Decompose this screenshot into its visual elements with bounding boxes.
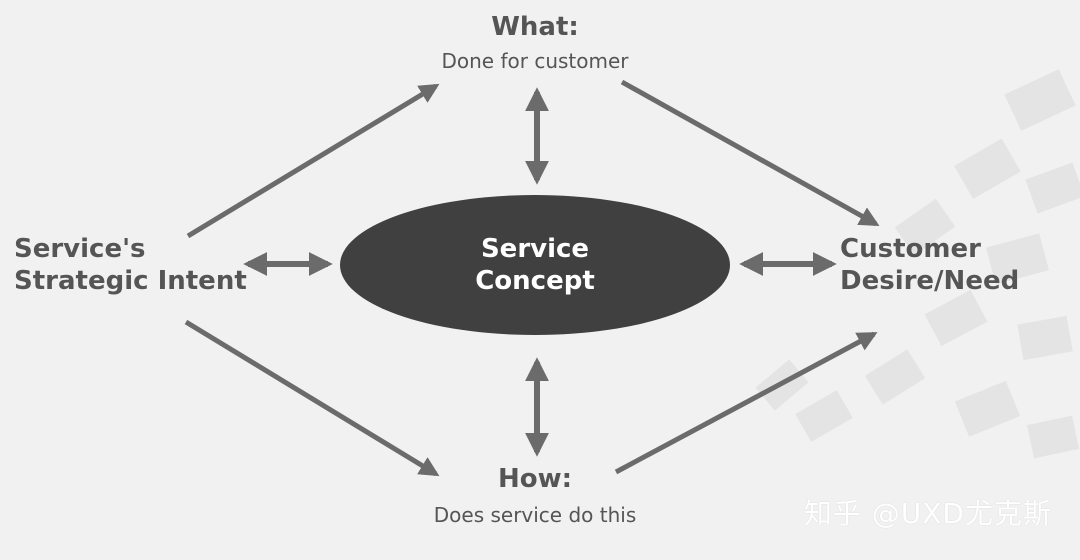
customer-need-line1: Customer xyxy=(840,234,981,264)
what-heading: What: xyxy=(491,12,579,42)
service-concept-label: Service Concept xyxy=(385,233,685,297)
strategic-intent-node: Service's Strategic Intent xyxy=(14,233,247,297)
what-node: What: Done for customer xyxy=(385,12,685,73)
strategic-intent-line1: Service's xyxy=(14,234,146,264)
how-node: How: Does service do this xyxy=(385,464,685,527)
arrow-intent-to-what xyxy=(186,83,440,239)
arrow-what-to-customer xyxy=(620,79,880,227)
what-subtitle: Done for customer xyxy=(441,49,629,74)
watermark-text: 知乎 @UXD尤克斯 xyxy=(803,497,1052,530)
customer-need-line2: Desire/Need xyxy=(840,266,1020,296)
customer-need-node: Customer Desire/Need xyxy=(840,233,1019,297)
strategic-intent-line2: Strategic Intent xyxy=(14,266,247,296)
how-subtitle: Does service do this xyxy=(433,503,637,528)
how-heading: How: xyxy=(497,464,573,494)
service-concept-ellipse xyxy=(340,195,730,335)
arrow-how-to-customer xyxy=(614,331,878,475)
service-concept-line2: Concept xyxy=(475,266,595,296)
arrow-intent-to-how xyxy=(184,319,440,477)
service-concept-line1: Service xyxy=(480,234,590,264)
